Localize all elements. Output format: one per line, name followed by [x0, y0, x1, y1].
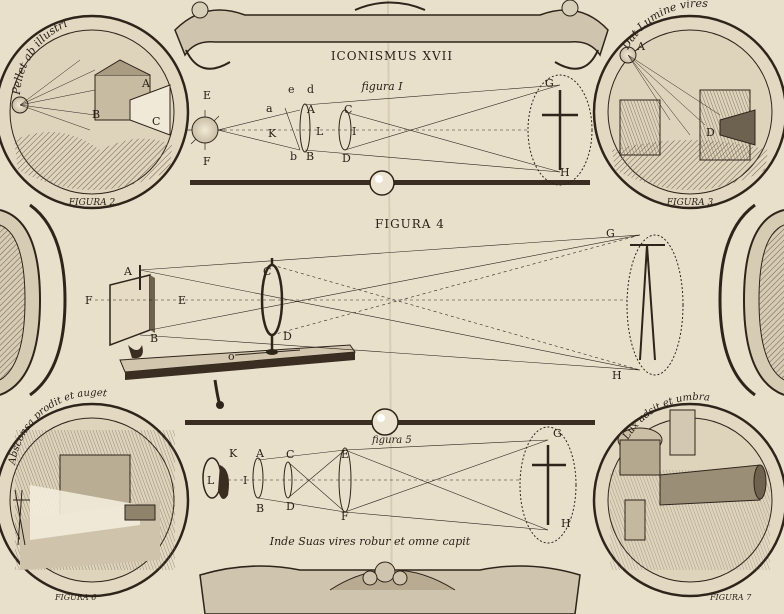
figure-1-label: figura I	[360, 80, 403, 93]
fig1-letter-f: F	[203, 155, 211, 168]
fig1-letter-e: E	[203, 89, 211, 102]
fig1-letter-b-cap: B	[306, 150, 314, 163]
left-scroll-frame	[0, 203, 67, 397]
fig4-letter-a: A	[123, 265, 133, 278]
fig2-letter-a: A	[141, 77, 151, 90]
fig1-letter-l: L	[316, 125, 324, 138]
fig1-letter-i: I	[352, 125, 356, 138]
figure-5-label: figura 5	[371, 435, 412, 446]
fig4-letter-c: C	[263, 265, 271, 278]
fig5-letter-d: D	[286, 500, 295, 513]
fig7-caption: FIGURA 7	[709, 593, 752, 602]
medallion-figura-3: A D Dat Lumine vires FIGURA 3	[592, 0, 784, 210]
fig4-letter-d: D	[283, 330, 292, 343]
fig4-letter-h: H	[612, 369, 622, 382]
bottom-motto: Inde Suas vires robur et omne capit	[269, 535, 471, 548]
medallion-figura-2: A B C Pellet ab illustri FIGURA 2	[0, 14, 190, 210]
fig5-letter-e: E	[341, 448, 349, 461]
fig4-letter-b: B	[150, 332, 158, 345]
medallion-figura-7: Lux adsit et umbra FIGURA 7	[592, 392, 784, 602]
fig5-letter-i: I	[243, 474, 247, 487]
upper-divider-bar	[190, 170, 590, 196]
fig2-caption: FIGURA 2	[68, 198, 116, 208]
figure-5-diagram: figura 5 K A C E G L I B D F H	[202, 426, 577, 544]
fig5-letter-k: K	[229, 447, 238, 460]
fig1-letter-c: C	[344, 103, 352, 116]
fig3-letter-a: A	[636, 40, 646, 53]
figure-4-label: FIGURA 4	[375, 217, 445, 231]
fig5-letter-h: H	[561, 517, 571, 530]
fig4-letter-g: G	[606, 227, 615, 240]
fig6-caption: FIGURA 6	[54, 593, 96, 602]
fig1-letter-b: b	[290, 150, 297, 163]
fig1-letter-h: H	[560, 166, 570, 179]
fig5-letter-c: C	[286, 448, 294, 461]
fig2-letter-c: C	[152, 115, 160, 128]
fig5-letter-a: A	[255, 447, 265, 460]
bottom-cartouche	[199, 561, 581, 614]
fig5-letter-l: L	[207, 474, 215, 487]
fig1-letter-k: K	[268, 127, 277, 140]
medallion-figura-6: Absconsa prodit et auget FIGURA 6	[0, 388, 190, 602]
plate-title: ICONISMUS XVII	[331, 49, 453, 63]
fig1-letter-e-small: e	[288, 83, 295, 96]
figure-1-diagram: figura I E a e d A C G K L I F	[185, 74, 593, 186]
fig4-letter-f: F	[85, 294, 93, 307]
fig5-letter-f: F	[341, 510, 349, 523]
fig3-letter-d: D	[706, 126, 715, 139]
fig4-letter-e: E	[178, 294, 186, 307]
top-cartouche	[174, 0, 609, 70]
fig1-letter-d: d	[307, 83, 314, 96]
fig3-caption: FIGURA 3	[666, 198, 714, 208]
fig1-letter-a: a	[266, 102, 273, 115]
right-scroll-frame	[718, 203, 784, 397]
fig2-letter-b: B	[92, 108, 100, 121]
figure-4-diagram: FIGURA 4 A C F E B D G H o	[85, 217, 684, 409]
fig1-letter-g: G	[545, 77, 554, 90]
fig5-letter-g: G	[553, 427, 562, 440]
fig1-letter-d-cap: D	[342, 152, 351, 165]
fig5-letter-b: B	[256, 502, 264, 515]
fig1-letter-a-cap: A	[306, 103, 316, 116]
lower-divider-bar	[185, 408, 595, 436]
fig4-letter-o: o	[228, 350, 235, 363]
